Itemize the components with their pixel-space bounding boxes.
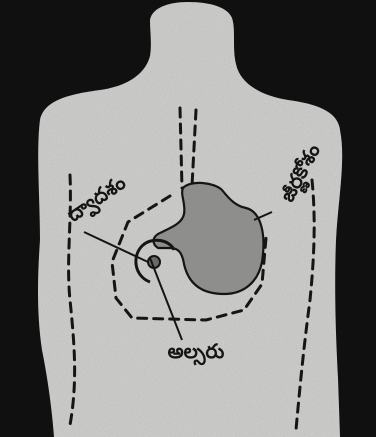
label-ulcer: అల్సరు	[168, 339, 225, 366]
